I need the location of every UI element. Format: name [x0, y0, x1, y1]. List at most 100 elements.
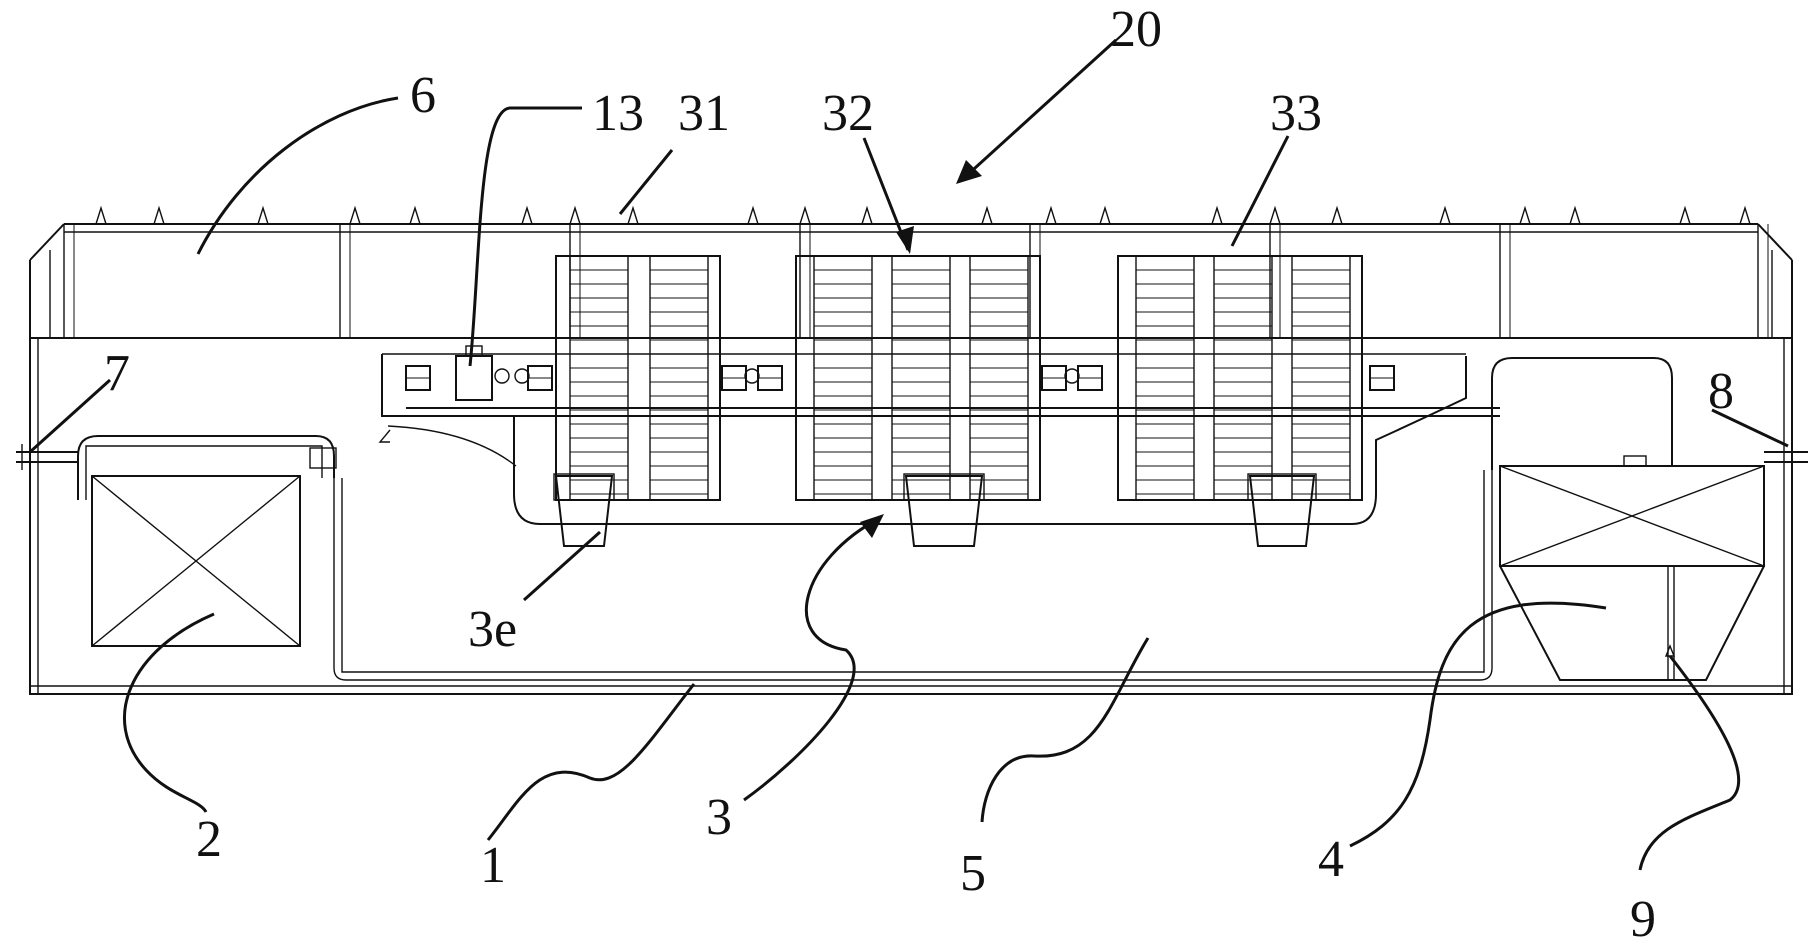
frame-tooth	[1519, 205, 1531, 225]
frame-tooth	[1439, 205, 1451, 225]
label-20: 20	[1110, 1, 1162, 58]
arrowhead-20	[956, 160, 982, 184]
disc-stack-outline	[1135, 255, 1195, 501]
frame-tooth	[1331, 205, 1343, 225]
leader-3e	[522, 530, 602, 602]
drive-housing	[378, 345, 1500, 525]
disc-stack-outline	[649, 255, 709, 501]
disc-stack	[1213, 255, 1273, 501]
disc-stack-outline	[969, 255, 1029, 501]
outlet-pipe	[1764, 444, 1808, 470]
label-8: 8	[1708, 363, 1734, 420]
arrowhead-3	[860, 514, 884, 538]
disc-unit-3	[1117, 255, 1363, 547]
disc-stack	[649, 255, 709, 501]
disc-stack-outline	[1213, 255, 1273, 501]
leader-lines	[28, 38, 1789, 871]
disc-base-cap	[903, 473, 985, 501]
leader-4	[1349, 601, 1607, 848]
tank-body	[29, 337, 1793, 695]
leader-9	[1638, 655, 1741, 871]
disc-unit-frame	[795, 255, 1041, 501]
disc-stack-outline	[813, 255, 873, 501]
frame-tooth	[1739, 205, 1751, 225]
leader-33	[1230, 135, 1290, 247]
disc-stack	[891, 255, 951, 501]
leader-7	[28, 378, 112, 454]
frame-tooth	[257, 205, 269, 225]
disc-stack	[1135, 255, 1195, 501]
label-6: 6	[410, 67, 436, 124]
label-31: 31	[678, 85, 730, 142]
bearing	[514, 368, 530, 384]
frame-tooth	[799, 205, 811, 225]
label-33: 33	[1270, 85, 1322, 142]
disc-base-cap	[1247, 473, 1317, 501]
leader-20	[962, 38, 1118, 180]
disc-base	[554, 475, 614, 547]
frame-tooth	[349, 205, 361, 225]
reference-labels: 20 6 13 31 32 33 7 8 3e 2 1 3 5 4 9	[104, 1, 1734, 947]
frame-tooth	[1045, 205, 1057, 225]
leader-31	[618, 149, 674, 215]
label-13: 13	[592, 85, 644, 142]
bearing	[494, 368, 510, 384]
frame-tooth	[1679, 205, 1691, 225]
arrowhead-32	[896, 226, 914, 254]
frame-teeth	[95, 205, 1751, 225]
leader-2	[122, 612, 215, 813]
disc-base	[904, 475, 984, 547]
left-box	[77, 435, 337, 647]
label-3: 3	[706, 789, 732, 846]
frame-tooth	[747, 205, 759, 225]
label-4: 4	[1318, 831, 1344, 888]
frame-tooth	[1269, 205, 1281, 225]
disc-base-cap	[553, 473, 615, 501]
leader-13	[468, 106, 582, 367]
inner-basin	[333, 470, 1493, 681]
label-5: 5	[960, 845, 986, 902]
leader-1	[486, 683, 696, 841]
rotating-disc-units	[553, 255, 1363, 547]
top-frame	[29, 205, 1793, 338]
disc-stack	[969, 255, 1029, 501]
frame-tooth	[1099, 205, 1111, 225]
frame-tooth	[861, 205, 873, 225]
frame-tooth	[1211, 205, 1223, 225]
leader-8	[1711, 408, 1789, 448]
shaft-couplings	[405, 365, 1395, 391]
leader-3	[743, 516, 881, 802]
bearing	[744, 368, 760, 384]
frame-tooth	[569, 205, 581, 225]
disc-unit-2	[795, 255, 1041, 547]
frame-tooth	[95, 205, 107, 225]
disc-base	[1248, 475, 1316, 547]
frame-tooth	[627, 205, 639, 225]
leader-5	[980, 637, 1150, 823]
right-settler	[1491, 357, 1765, 681]
disc-unit-frame	[1117, 255, 1363, 501]
label-2: 2	[196, 811, 222, 868]
disc-stack	[569, 255, 629, 501]
disc-stack	[813, 255, 873, 501]
inlet-pipe	[16, 444, 78, 470]
label-3e: 3e	[468, 601, 517, 658]
disc-unit-frame	[555, 255, 721, 501]
frame-posts	[63, 224, 1769, 338]
disc-unit-1	[553, 255, 721, 547]
label-1: 1	[480, 837, 506, 894]
frame-tooth	[521, 205, 533, 225]
disc-stack-outline	[569, 255, 629, 501]
frame-tooth	[409, 205, 421, 225]
bearing	[1064, 368, 1080, 384]
label-32: 32	[822, 85, 874, 142]
disc-stack	[1291, 255, 1351, 501]
frame-tooth	[981, 205, 993, 225]
disc-stack-outline	[891, 255, 951, 501]
label-9: 9	[1630, 891, 1656, 947]
disc-stack-outline	[1291, 255, 1351, 501]
frame-tooth	[1569, 205, 1581, 225]
label-7: 7	[104, 345, 130, 402]
frame-tooth	[153, 205, 165, 225]
